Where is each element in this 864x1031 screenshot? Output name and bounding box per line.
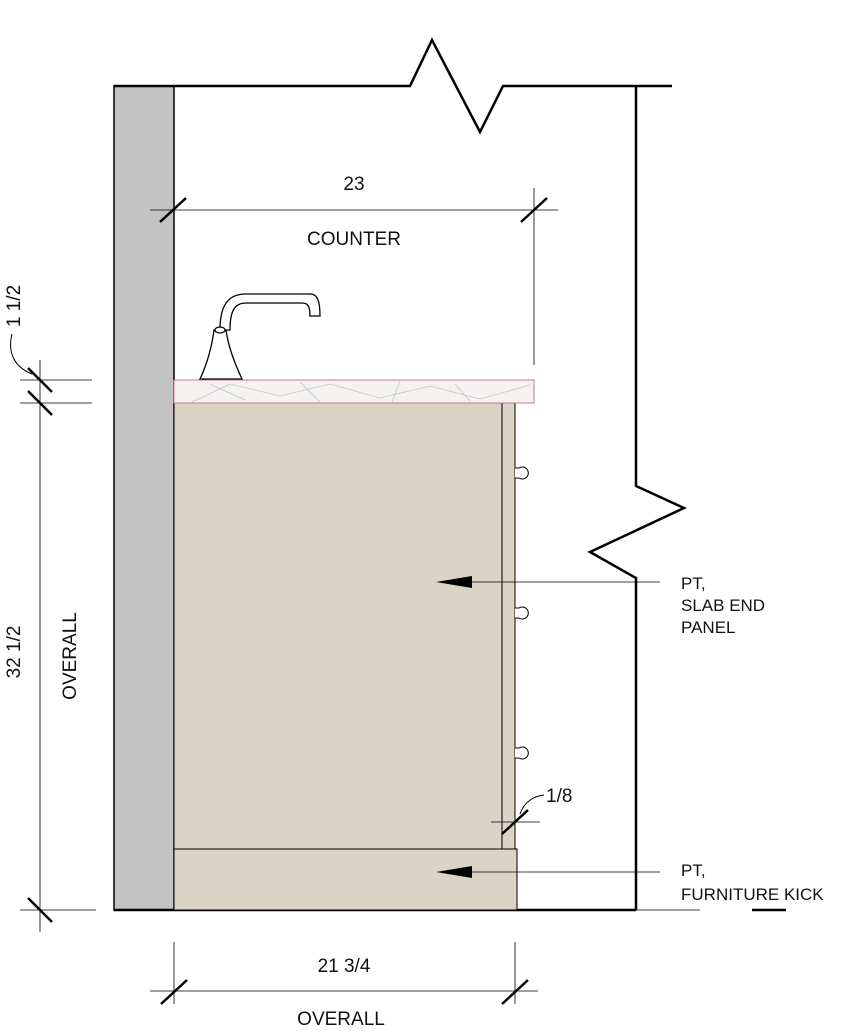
reveal-value: 1/8 [546,786,572,807]
counter-depth-label: COUNTER [307,229,401,250]
callout-line: PT, [681,861,706,880]
drawer-knob-icon [515,466,529,480]
drawer-knob-icon [515,606,529,620]
break-line-icon [114,37,672,135]
overall-depth-dimension: 21 3/4 OVERALL [150,942,538,1030]
counter-depth-dimension: 23 COUNTER [150,174,558,365]
wall [113,85,175,911]
callout-line: FURNITURE KICK [681,885,824,904]
counter-depth-value: 23 [343,174,364,195]
break-line-icon [587,86,687,910]
callout-line: SLAB END [681,596,765,615]
furniture-kick-callout: PT, FURNITURE KICK [436,861,824,912]
overall-height-dimension: 32 1/2 OVERALL [4,612,96,923]
callout-line: PT, [681,574,706,593]
drawer-knob-icon [515,746,529,760]
cabinet-body [173,402,503,850]
callout-line: PANEL [681,618,736,637]
overall-height-label: OVERALL [60,612,81,700]
counter-thickness-dimension: 1 1/2 [4,285,92,932]
faucet-icon [198,293,321,380]
countertop [173,379,535,404]
slab-end-panel-callout: PT, SLAB END PANEL [436,574,765,637]
marble-veining [189,380,531,404]
overall-depth-value: 21 3/4 [318,956,371,977]
reveal-dimension: 1/8 [491,786,572,840]
counter-thickness-value: 1 1/2 [4,285,25,327]
overall-height-value: 32 1/2 [4,626,25,679]
overall-depth-label: OVERALL [297,1009,385,1030]
slab-end-panel [501,402,516,850]
furniture-kick [173,848,518,911]
